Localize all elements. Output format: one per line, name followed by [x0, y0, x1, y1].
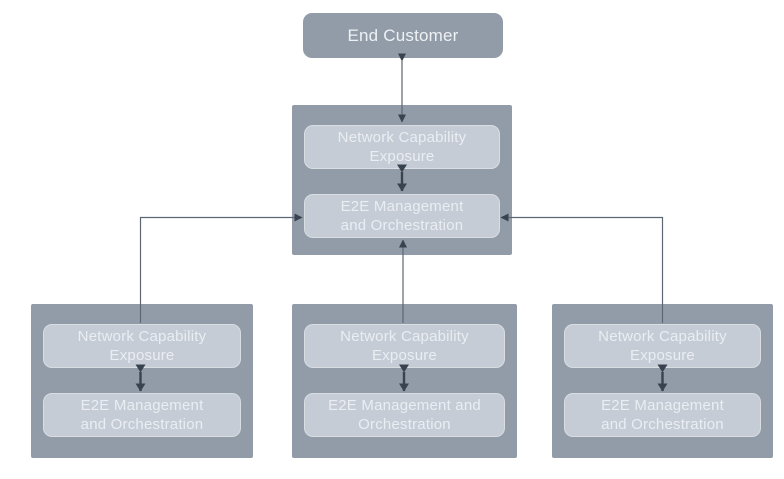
bottom-right-domain-container: Network Capability Exposure E2E Manageme… — [552, 304, 773, 458]
network-capability-exposure-box: Network Capability Exposure — [564, 324, 761, 368]
exposure-box-label: Network Capability Exposure — [340, 327, 469, 365]
bottom-left-domain-container: Network Capability Exposure E2E Manageme… — [31, 304, 253, 458]
e2e-management-orchestration-box: E2E Management and Orchestration — [564, 393, 761, 437]
exposure-box-label: Network Capability Exposure — [337, 128, 467, 166]
top-domain-container: Network Capability Exposure E2E Manageme… — [292, 105, 512, 255]
e2e-management-orchestration-box: E2E Management and Orchestration — [304, 194, 500, 238]
end-customer-label: End Customer — [347, 25, 459, 45]
exposure-box-label: Network Capability Exposure — [77, 327, 207, 365]
end-customer-node: End Customer — [303, 13, 503, 58]
network-capability-exposure-box: Network Capability Exposure — [43, 324, 241, 368]
exposure-box-label: Network Capability Exposure — [598, 327, 727, 365]
bottom-middle-domain-container: Network Capability Exposure E2E Manageme… — [292, 304, 517, 458]
orchestration-box-label: E2E Management and Orchestration — [340, 197, 464, 235]
orchestration-box-label: E2E Management and Orchestration — [601, 396, 724, 434]
orchestration-box-label: E2E Management and Orchestration — [80, 396, 204, 434]
network-capability-exposure-box: Network Capability Exposure — [304, 125, 500, 169]
network-capability-exposure-box: Network Capability Exposure — [304, 324, 505, 368]
orchestration-box-label: E2E Management and Orchestration — [328, 396, 481, 434]
e2e-management-orchestration-box: E2E Management and Orchestration — [304, 393, 505, 437]
e2e-management-orchestration-box: E2E Management and Orchestration — [43, 393, 241, 437]
